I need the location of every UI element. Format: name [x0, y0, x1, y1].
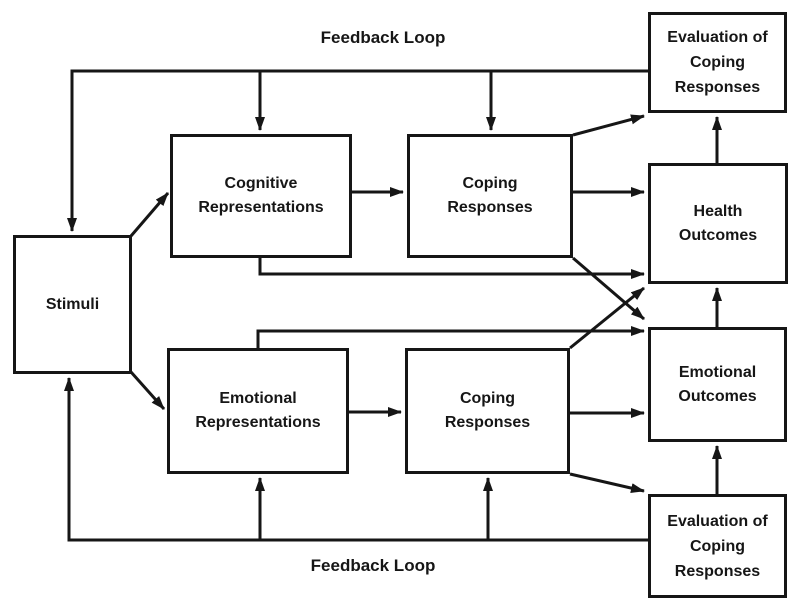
edge-feedback-top-to-stimuli: [67, 69, 648, 232]
edge-stimuli-to-emotional-rep: [129, 371, 166, 410]
node-emotional-representations: Emotional Representations: [167, 348, 349, 474]
edge-stimuli-to-cognitive: [129, 192, 170, 237]
edge-emotional-rep-to-emotional-out: [256, 326, 645, 348]
feedback-loop-label-top: Feedback Loop: [320, 28, 446, 47]
edge-coping-bottom-to-health: [569, 286, 645, 350]
node-stimuli: Stimuli: [13, 235, 132, 374]
node-evaluation-of-coping-responses-top: Evaluation of Coping Responses: [648, 12, 787, 113]
node-evaluation-of-coping-responses-bottom: Evaluation of Coping Responses: [648, 494, 787, 598]
feedback-loop-label-bottom: Feedback Loop: [310, 556, 436, 575]
node-emotional-outcomes: Emotional Outcomes: [648, 327, 787, 442]
node-coping-responses-top: Coping Responses: [407, 134, 573, 258]
edge-coping-top-to-eval-top: [572, 114, 645, 137]
edge-cognitive-to-health: [258, 258, 645, 279]
edge-coping-top-to-emotional-out: [572, 256, 645, 321]
edge-coping-bottom-to-eval-bottom: [569, 472, 645, 493]
node-cognitive-representations: Cognitive Representations: [170, 134, 352, 258]
edge-feedback-bottom-to-stimuli: [64, 377, 648, 542]
node-coping-responses-bottom: Coping Responses: [405, 348, 570, 474]
node-health-outcomes: Health Outcomes: [648, 163, 788, 284]
